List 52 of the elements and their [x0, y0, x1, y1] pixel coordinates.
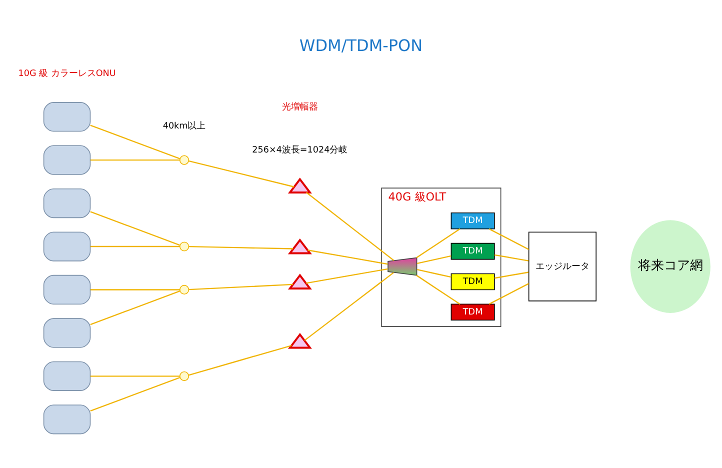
connector — [90, 375, 180, 376]
node-box — [43, 274, 91, 304]
connector — [308, 249, 388, 264]
node-triangle — [288, 273, 312, 290]
node-box: TDM — [450, 272, 495, 290]
node-box — [43, 188, 91, 218]
connector — [494, 271, 529, 278]
connector — [416, 274, 460, 304]
connector — [188, 283, 293, 290]
label: 40km以上 — [162, 121, 206, 132]
connector — [416, 228, 460, 258]
connector — [90, 288, 180, 290]
node-triangle — [288, 177, 312, 193]
node-circle — [179, 370, 190, 380]
node-box: TDM — [450, 242, 495, 260]
node-box — [43, 144, 91, 174]
node-box: TDM — [450, 303, 495, 320]
node-circle — [179, 241, 190, 251]
node-box: エッジルータ — [528, 231, 596, 301]
connector — [494, 254, 529, 261]
node-box — [43, 318, 91, 348]
label: 256×4波長=1024分岐 — [252, 145, 348, 156]
node-box — [43, 404, 91, 434]
node-triangle — [288, 238, 312, 254]
connector — [90, 245, 180, 247]
node-ellipse: 将来コア網 — [630, 220, 710, 312]
connector — [90, 124, 180, 159]
node-triangle — [288, 332, 312, 348]
connector — [188, 160, 294, 187]
connector — [188, 245, 294, 249]
diagram-title: WDM/TDM-PON — [299, 36, 423, 55]
node-circle — [179, 154, 190, 164]
connector — [304, 272, 394, 340]
connector — [306, 268, 388, 284]
connector — [488, 282, 530, 304]
connector — [90, 290, 180, 325]
node-trapezoid — [388, 256, 418, 276]
node-box: TDM — [450, 212, 495, 229]
node-circle — [179, 284, 190, 294]
node-box — [43, 231, 91, 261]
connector — [90, 158, 180, 160]
connector — [416, 254, 452, 264]
node-box — [43, 102, 91, 132]
connector — [188, 344, 292, 376]
connector — [488, 228, 530, 250]
connector — [416, 268, 452, 278]
label: 光増幅器 — [282, 102, 318, 112]
connector — [306, 192, 394, 260]
connector — [90, 210, 180, 246]
node-box — [43, 360, 91, 390]
connector — [90, 376, 180, 412]
label: 10G 級 カラーレスONU — [18, 68, 116, 78]
